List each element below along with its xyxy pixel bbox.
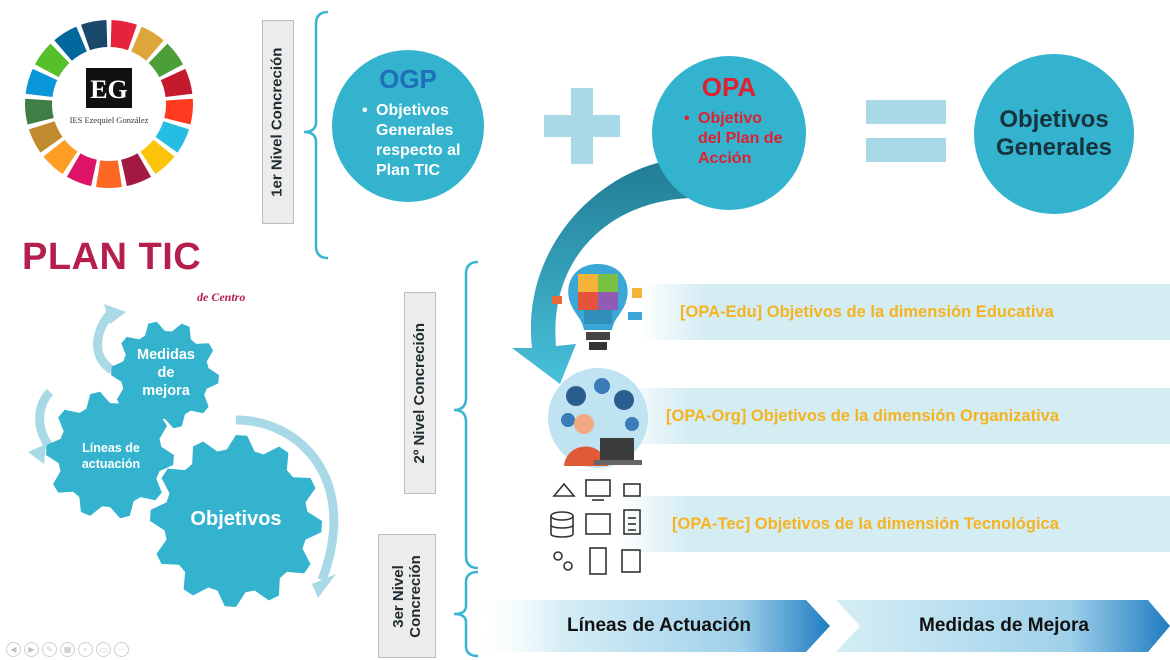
dimension-org-label: [OPA-Org] Objetivos de la dimensión Orga…: [666, 406, 1060, 425]
pen-icon[interactable]: ✎: [42, 642, 57, 657]
step-medidas-de-mejora: Medidas de Mejora: [919, 615, 1089, 636]
level-2-label: 2º Nivel Concreción: [404, 292, 436, 494]
ogp-bullet: Objetivos Generales respecto al Plan TIC: [362, 101, 470, 181]
plan-tic-subtitle: de Centro: [197, 290, 246, 304]
logo-school-name: IES Ezequiel González: [70, 115, 149, 125]
previous-slide-icon[interactable]: ◀: [6, 642, 21, 657]
gear-medium-label: Líneas de actuación: [81, 441, 141, 472]
level3-chevrons: [470, 600, 1170, 652]
opa-bullet: Objetivo del Plan de Acción: [684, 109, 784, 169]
dimension-edu-band: [OPA-Edu] Objetivos de la dimensión Educ…: [640, 284, 1170, 340]
ogp-title: OGP: [379, 64, 437, 94]
gear-objetivos: [150, 435, 322, 607]
opa-title: OPA: [701, 72, 757, 102]
equals-sign: [866, 100, 946, 164]
gear-small-label: Medidas de mejora: [136, 347, 195, 400]
step-lineas-de-actuacion: Líneas de Actuación: [566, 615, 752, 636]
plus-sign: [544, 88, 620, 164]
more-options-icon[interactable]: ⋯: [114, 642, 129, 657]
plan-tic-title: PLAN TIC: [22, 236, 202, 278]
gear-lineas-de-actuacion: [46, 391, 174, 519]
person-gears-icon: [548, 368, 648, 468]
dimension-edu-label: [OPA-Edu] Objetivos de la dimensión Educ…: [680, 302, 1054, 321]
level-1-label: 1er Nivel Concreción: [262, 20, 294, 224]
logo-monogram: EG: [90, 75, 128, 104]
slides-grid-icon[interactable]: ▦: [60, 642, 75, 657]
zoom-icon[interactable]: ⌕: [78, 642, 93, 657]
result-circle: Objetivos Generales: [974, 54, 1134, 214]
lightbulb-puzzle-icon: [552, 264, 642, 350]
dimension-tec-band: [OPA-Tec] Objetivos de la dimensión Tecn…: [620, 496, 1170, 552]
dimension-tec-label: [OPA-Tec] Objetivos de la dimensión Tecn…: [672, 514, 1059, 533]
gear-large-label: Objetivos: [190, 508, 282, 530]
opa-circle: OPA Objetivo del Plan de Acción: [652, 56, 806, 210]
dimension-org-band: [OPA-Org] Objetivos de la dimensión Orga…: [620, 388, 1170, 444]
next-slide-icon[interactable]: ▶: [24, 642, 39, 657]
computer-devices-icon: [550, 479, 641, 575]
level-3-label: 3er Nivel Concreción: [378, 534, 436, 658]
gears-cycle-diagram: [46, 321, 322, 607]
result-label: Objetivos Generales: [995, 106, 1113, 161]
subtitles-icon[interactable]: ▭: [96, 642, 111, 657]
ogp-circle: OGP Objetivos Generales respecto al Plan…: [332, 50, 484, 202]
school-logo: EG IES Ezequiel González: [20, 20, 198, 188]
